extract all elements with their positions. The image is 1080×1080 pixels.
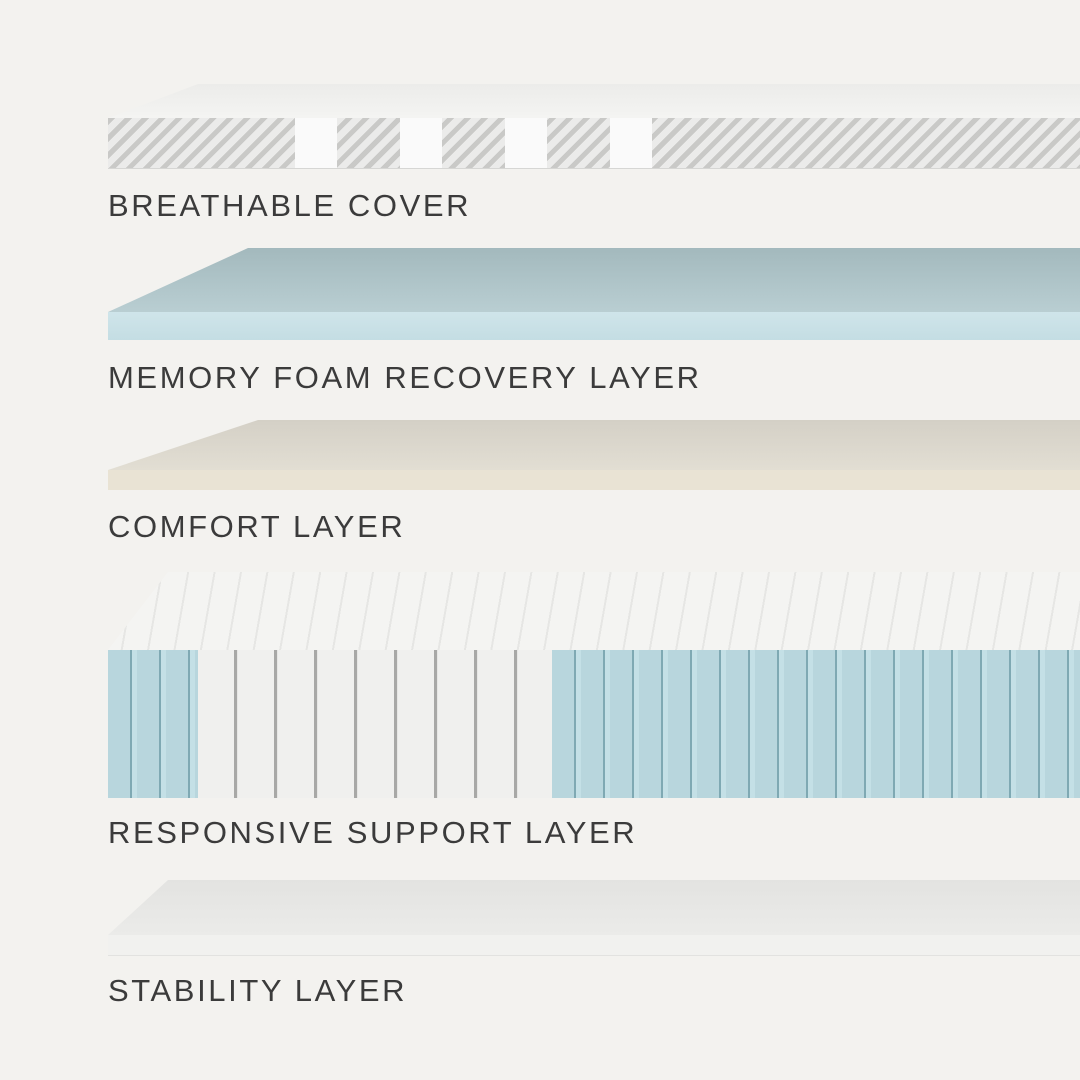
memory-foam-layer-front (108, 312, 1080, 340)
layer-label-comfort: COMFORT LAYER (108, 509, 406, 544)
layer-label-breathable-cover: BREATHABLE COVER (108, 188, 472, 223)
cover-stripe (505, 118, 547, 168)
comfort-layer-top (108, 420, 1080, 470)
stability-layer-front (108, 935, 1080, 956)
support-layer-coils (108, 650, 1080, 798)
layer-label-support: RESPONSIVE SUPPORT LAYER (108, 815, 638, 850)
comfort-layer-front (108, 470, 1080, 490)
stability-layer-top (108, 880, 1080, 935)
layer-label-memory-foam: MEMORY FOAM RECOVERY LAYER (108, 360, 702, 395)
cover-stripe (295, 118, 337, 168)
blue-coils-right (552, 650, 1080, 798)
breathable-cover-front (108, 118, 1080, 169)
layer-label-stability: STABILITY LAYER (108, 973, 408, 1008)
blue-coils-left (108, 650, 198, 798)
memory-foam-layer-top (108, 248, 1080, 312)
cover-stripe (400, 118, 442, 168)
breathable-cover-top (108, 84, 1080, 118)
support-layer-top (108, 572, 1080, 650)
white-coils (198, 650, 552, 798)
cover-stripe (610, 118, 652, 168)
